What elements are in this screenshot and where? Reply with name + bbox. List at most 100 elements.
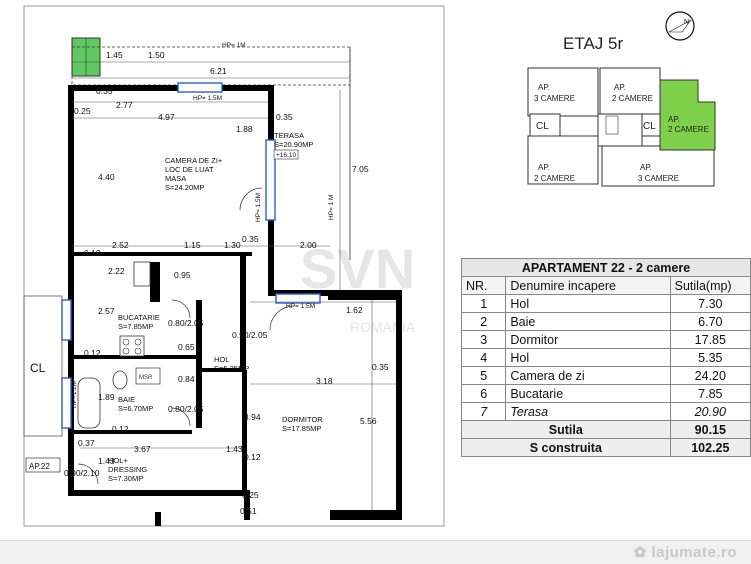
window-mid (275, 293, 321, 304)
sutila-label: Sutila (461, 420, 671, 439)
wall-dorm-left (242, 370, 247, 495)
room-camera-name: CAMERA DE ZI+ (165, 156, 223, 165)
wall-top (68, 85, 272, 91)
key-unit-sub: 2 CAMERE (612, 94, 653, 103)
dim-text: 0.25 (242, 490, 259, 500)
dim-text: 0.12 (84, 248, 101, 258)
stove (119, 335, 145, 357)
room-terasa-area: S=20.90MP (274, 140, 313, 149)
key-unit-label: AP. (538, 163, 550, 172)
dim-text: 1.45 (106, 50, 123, 60)
dim-text: 3.67 (134, 444, 151, 454)
dim-text: 0.25 (74, 106, 91, 116)
key-unit-sub: 3 CAMERE (534, 94, 575, 103)
compass-icon: N (665, 11, 695, 41)
dim-text: 2.52 (112, 240, 129, 250)
hp-label: HP= 1.5M (286, 303, 315, 310)
key-unit-label: AP. (538, 83, 550, 92)
dim-text: 0.90/2.10 (64, 468, 100, 478)
wall-bottom-right (330, 510, 396, 520)
col-header-nr: NR. (460, 276, 507, 295)
key-unit-label: AP. (640, 163, 652, 172)
dim-text: 2.00 (300, 240, 317, 250)
key-unit-label: AP. (668, 115, 680, 124)
floor-title: ETAJ 5r (563, 34, 624, 53)
hp-label: HP= 1M (222, 42, 246, 49)
room-dormitor-name: DORMITOR (282, 415, 323, 424)
dim-text: 0.80/2.05 (168, 318, 204, 328)
compass-letter: N (684, 19, 689, 26)
floor-plan-drawing: SVN ROMANIA (23, 5, 445, 527)
dim-text: 1.88 (236, 124, 253, 134)
sconstruita-label: S construita (461, 438, 671, 457)
wall-right-mid (328, 290, 398, 300)
dim-text: 3.94 (244, 412, 261, 422)
dim-text: 1.62 (346, 305, 363, 315)
room-hol-name: HOL (214, 355, 229, 364)
dim-text: 0.84 (178, 374, 195, 384)
room-camera-area: S=24.20MP (165, 183, 204, 192)
wall-bottom-stub (244, 490, 250, 520)
table-total-row: Sutila 90.15 (461, 420, 751, 439)
dim-text: 7.05 (352, 164, 369, 174)
room-camera-name2: LOC DE LUAT (165, 165, 214, 174)
col-header-area: Sutila(mp) (669, 276, 751, 295)
room-bucatarie-area: S=7.85MP (118, 322, 153, 331)
dim-text: 0.90/2.05 (232, 330, 268, 340)
dim-text: 0.95 (174, 270, 191, 280)
wall-bottom-left (68, 490, 248, 496)
wall-bath-bottom (72, 430, 192, 434)
key-unit-label: CL (536, 121, 549, 132)
key-unit-label: AP. (614, 83, 626, 92)
window-bath (61, 377, 72, 429)
sutila-value: 90.15 (669, 420, 751, 439)
dim-text: 0.35 (276, 112, 293, 122)
dim-text: 1.43 (98, 456, 115, 466)
dim-text: 0.51 (240, 506, 257, 516)
hp-label: HP=1.2M (71, 381, 78, 408)
dim-text: 0.80/2.05 (168, 404, 204, 414)
key-highlight-unit (659, 79, 716, 151)
window-top (177, 82, 223, 93)
dim-text: 0.12 (244, 452, 261, 462)
dim-text: 1.15 (184, 240, 201, 250)
hp-label: HP= 1.5M (193, 95, 222, 102)
window-kitchen (61, 299, 72, 341)
dim-text: 1.50 (148, 50, 165, 60)
dim-text: 2.57 (98, 306, 115, 316)
table-title: APARTAMENT 22 - 2 camere (461, 258, 751, 277)
key-unit-label: CL (643, 121, 656, 132)
dim-text: 6.21 (210, 66, 227, 76)
table-total-row: S construita 102.25 (461, 438, 751, 457)
dim-text: 2.22 (108, 266, 125, 276)
table-header-row: NR. Denumire incapere Sutila(mp) (460, 276, 751, 295)
dim-text: 2.77 (116, 100, 133, 110)
room-baie-area: S=6.70MP (118, 404, 153, 413)
dim-text: 1.89 (98, 392, 115, 402)
site-watermark-logo: ✿ lajumate.ro (633, 544, 737, 561)
wall-hol-right (240, 256, 246, 371)
key-unit-sub: 2 CAMERE (534, 174, 575, 183)
dim-text: 4.97 (158, 112, 175, 122)
dim-text: 0.35 (96, 86, 113, 96)
room-holdressing-name2: DRESSING (108, 465, 147, 474)
room-terasa-name: TERASA (274, 131, 304, 140)
bathtub (77, 377, 101, 429)
wall-column (150, 262, 160, 302)
room-schedule-table: APARTAMENT 22 - 2 camere NR. Denumire in… (460, 258, 751, 457)
dim-text: 0.35 (372, 362, 389, 372)
dim-text: 4.40 (98, 172, 115, 182)
toilet (112, 370, 128, 390)
wall-kitchen-top (72, 252, 252, 256)
cl-label: CL (30, 361, 46, 375)
key-unit-sub: 2 CAMERE (668, 125, 709, 134)
window-right (265, 139, 276, 221)
dim-text: 0.12 (84, 348, 101, 358)
room-holdressing-name: HOL+ (108, 456, 128, 465)
